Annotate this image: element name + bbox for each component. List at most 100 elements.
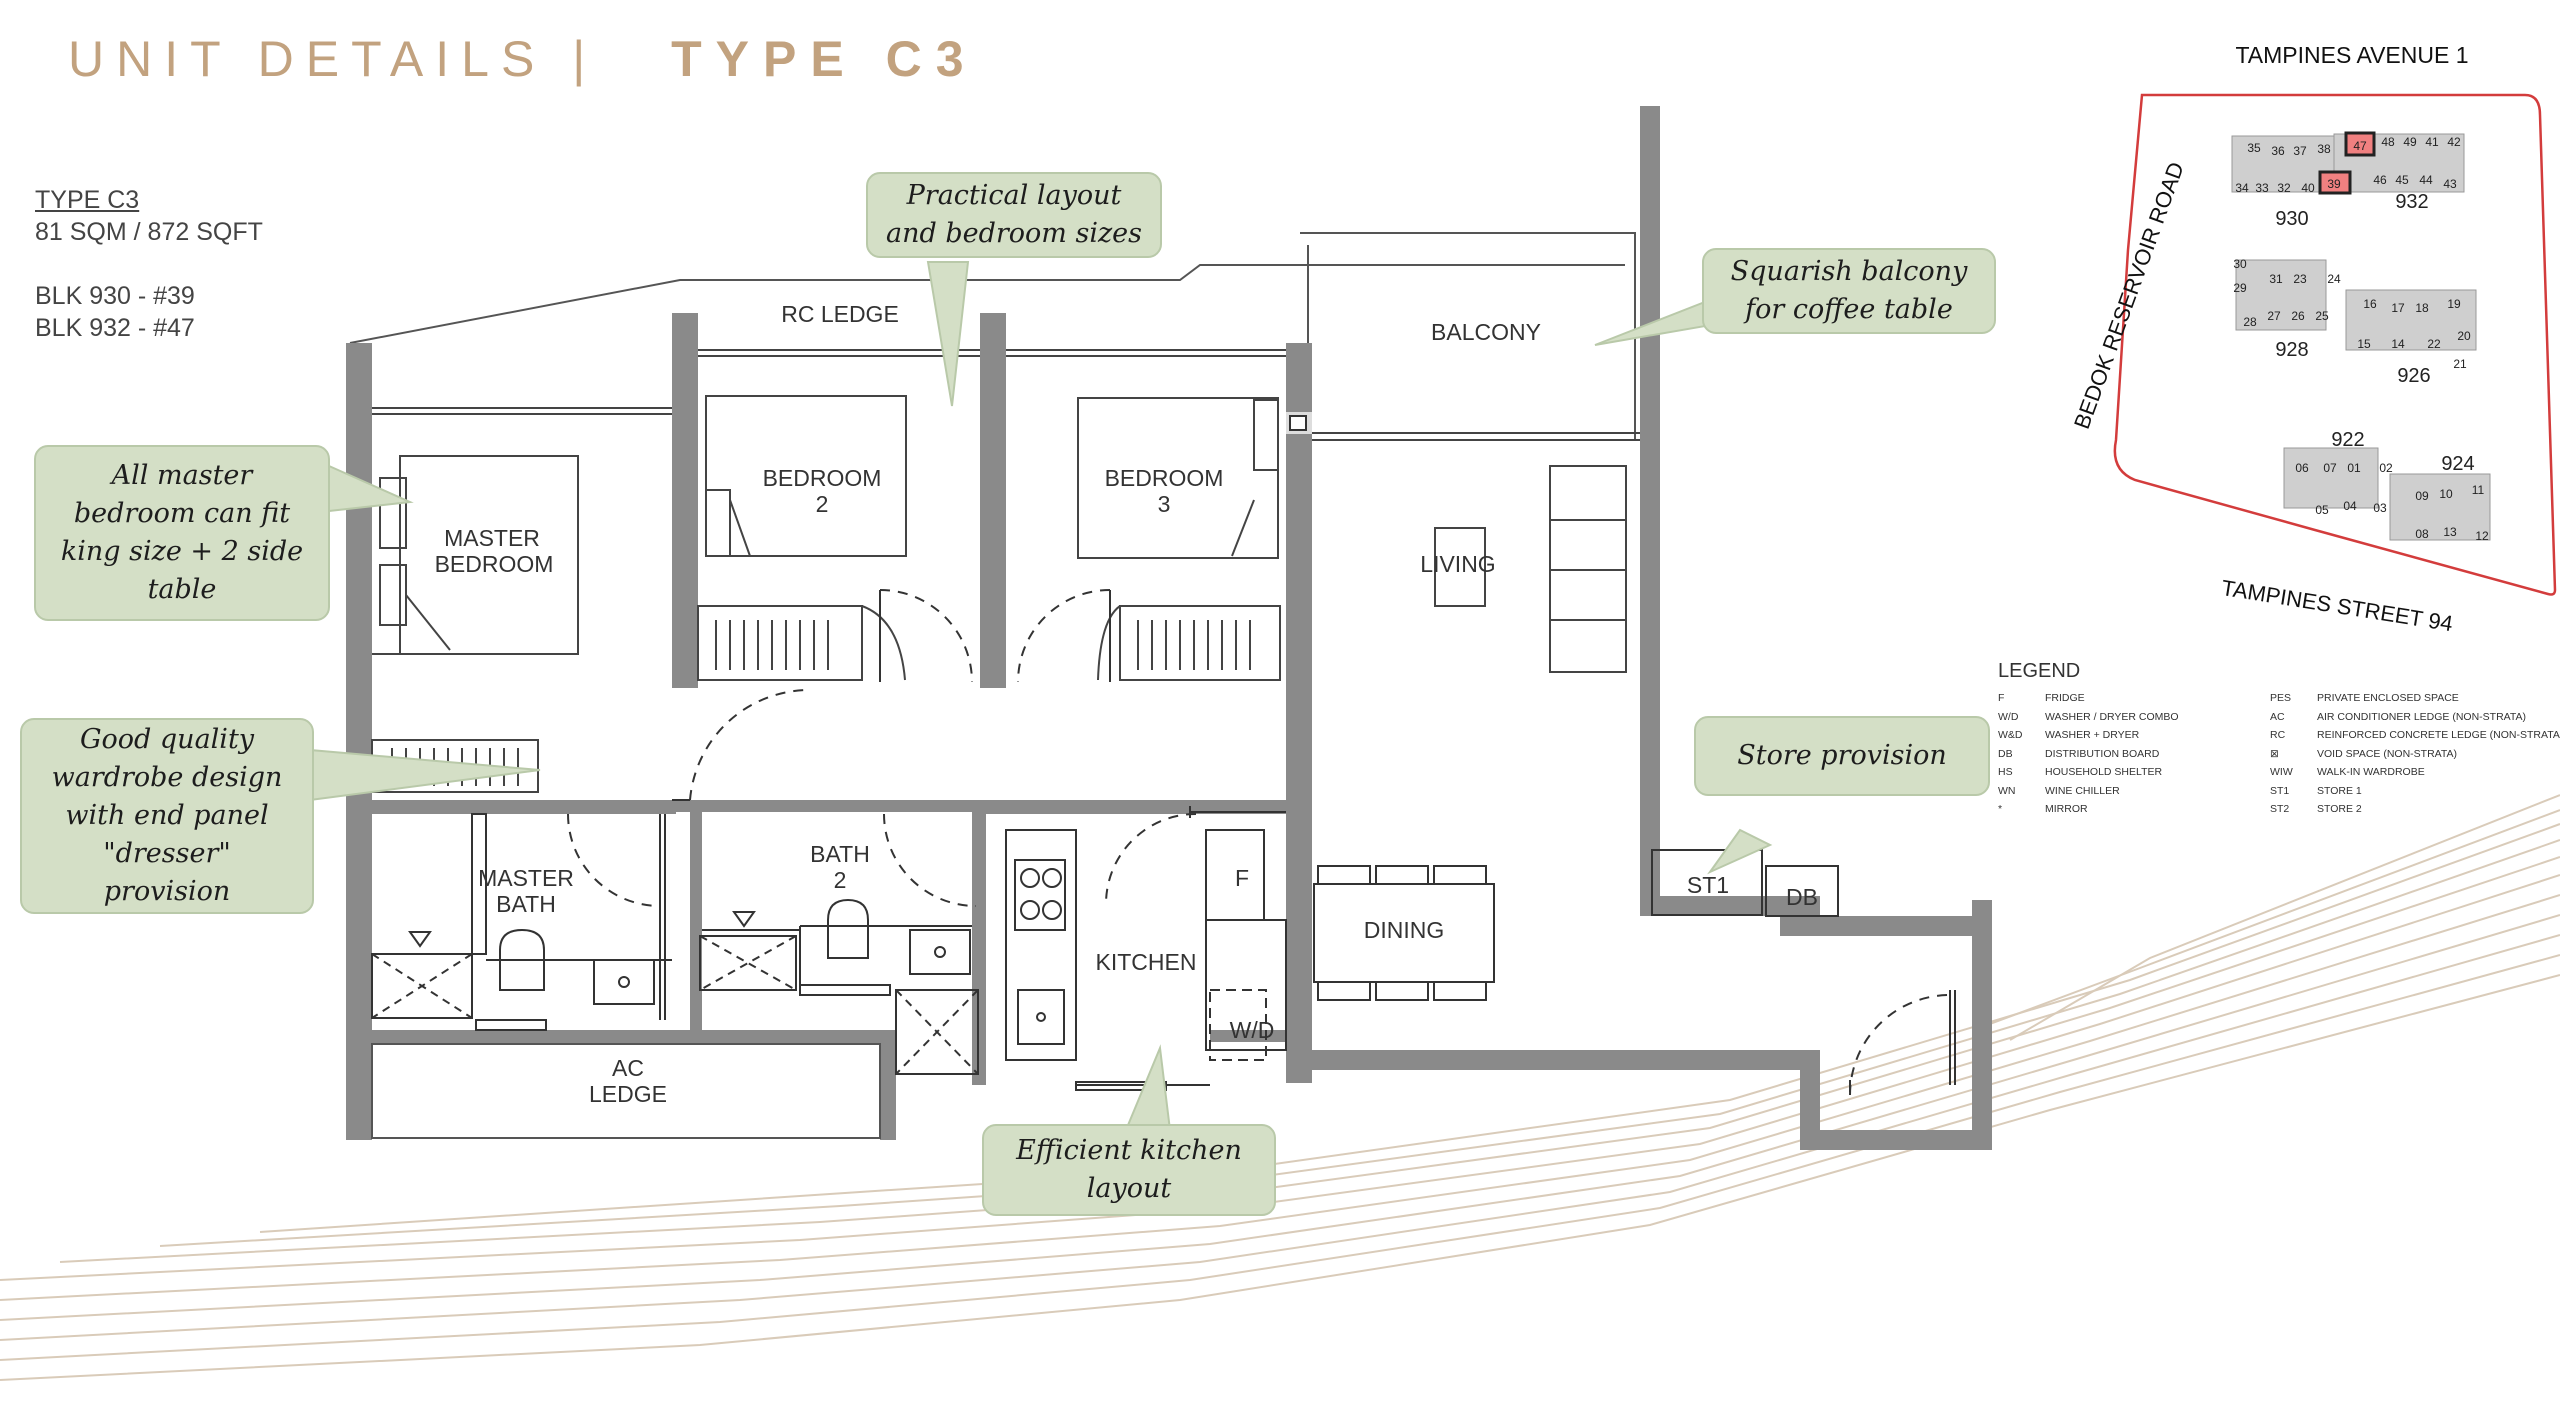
unit-number: 05	[2315, 503, 2329, 517]
master-bedroom-label-2: BEDROOM	[435, 551, 554, 577]
unit-number: 42	[2447, 135, 2461, 149]
road-bottom-label: TAMPINES STREET 94	[2220, 575, 2455, 636]
page-title-type: TYPE C3	[671, 31, 978, 87]
unit-blk-2: BLK 932 - #47	[35, 314, 195, 342]
unit-number: 03	[2373, 501, 2387, 515]
unit-number: 11	[2472, 483, 2485, 497]
unit-number: 43	[2443, 177, 2457, 191]
unit-number: 02	[2379, 461, 2393, 475]
unit-type: TYPE C3	[35, 186, 140, 214]
site-plan: TAMPINES AVENUE 1 BEDOK RESERVOIR ROAD T…	[2069, 42, 2557, 636]
unit-number: 40	[2301, 181, 2315, 195]
unit-number: 21	[2453, 357, 2467, 371]
unit-number: 17	[2391, 301, 2405, 315]
unit-number: 25	[2315, 309, 2329, 323]
unit-number: 27	[2267, 309, 2281, 323]
unit-number: 48	[2381, 135, 2395, 149]
unit-number: 45	[2395, 173, 2409, 187]
unit-number: 35	[2247, 141, 2261, 155]
block-label: 922	[2331, 429, 2364, 451]
unit-number: 41	[2425, 135, 2439, 149]
block-label: 924	[2441, 453, 2474, 475]
callout-pointers	[309, 261, 1773, 1131]
legend-item: ⊠VOID SPACE (NON-STRATA)	[2270, 747, 2458, 760]
floor-plan: RC LEDGE BALCONY BEDROOM 2 BEDROOM 3 MAS…	[309, 106, 1992, 1150]
unit-number: 49	[2403, 135, 2417, 149]
rc-ledge-label: RC LEDGE	[781, 301, 899, 327]
unit-number: 23	[2293, 272, 2307, 286]
unit-number: 24	[2327, 272, 2341, 286]
bedroom3-label-2: 3	[1158, 491, 1171, 517]
page-title-prefix: UNIT DETAILS |	[68, 31, 598, 87]
block-label: 928	[2275, 339, 2308, 361]
bedroom2-label-2: 2	[816, 491, 829, 517]
unit-number: 12	[2475, 529, 2489, 543]
unit-number: 29	[2233, 281, 2247, 295]
bath2-label-2: 2	[834, 867, 847, 893]
unit-number: 04	[2343, 499, 2357, 513]
unit-number: 31	[2269, 272, 2283, 286]
block-label: 930	[2275, 208, 2308, 230]
unit-number: 30	[2233, 257, 2247, 271]
unit-number: 08	[2415, 527, 2429, 541]
block-label: 926	[2397, 365, 2430, 387]
unit-39-highlight	[2318, 170, 2352, 195]
unit-number: 07	[2323, 461, 2337, 475]
wardrobe-hatch-bed2	[715, 620, 829, 670]
block-label: 932	[2395, 191, 2428, 213]
unit-number: 36	[2271, 144, 2285, 158]
unit-number: 34	[2235, 181, 2249, 195]
unit-number: 10	[2439, 487, 2453, 501]
road-top-label: TAMPINES AVENUE 1	[2235, 42, 2468, 68]
unit-number: 20	[2457, 329, 2471, 343]
road-left-label: BEDOK RESERVOIR ROAD	[2069, 159, 2189, 433]
balcony-label: BALCONY	[1431, 319, 1541, 345]
unit-area: 81 SQM / 872 SQFT	[35, 218, 263, 246]
unit-number: 37	[2293, 144, 2307, 158]
walls	[346, 106, 1992, 1150]
unit-number: 26	[2291, 309, 2305, 323]
kitchen-label: KITCHEN	[1096, 949, 1197, 975]
unit-number: 16	[2363, 297, 2377, 311]
unit-number: 09	[2415, 489, 2429, 503]
unit-number: 47	[2353, 139, 2367, 153]
unit-number: 15	[2357, 337, 2371, 351]
legend-title: LEGEND	[1998, 660, 2081, 682]
unit-number: 32	[2277, 181, 2291, 195]
callout-store: Store provision	[1694, 716, 1990, 796]
unit-number: 46	[2373, 173, 2387, 187]
bedroom3-label-1: BEDROOM	[1105, 465, 1224, 491]
unit-number: 18	[2415, 301, 2429, 315]
unit-info: TYPE C3 81 SQM / 872 SQFT BLK 930 - #39 …	[35, 184, 263, 344]
fridge-label: F	[1235, 865, 1249, 891]
wd-label: W/D	[1230, 1017, 1275, 1043]
ac-ledge-label-2: LEDGE	[589, 1081, 667, 1107]
legend-item: *MIRROR	[1998, 803, 2088, 815]
unit-number: 38	[2317, 142, 2331, 156]
bedroom2-label-1: BEDROOM	[763, 465, 882, 491]
decorative-contour-lines	[0, 794, 2560, 1381]
ac-ledge-label-1: AC	[612, 1055, 644, 1081]
bath2-label-1: BATH	[810, 841, 870, 867]
unit-number: 13	[2443, 525, 2457, 539]
page-title: UNIT DETAILS | TYPE C3	[68, 30, 978, 88]
unit-number: 33	[2255, 181, 2269, 195]
unit-number: 44	[2419, 173, 2433, 187]
unit-number: 01	[2347, 461, 2361, 475]
